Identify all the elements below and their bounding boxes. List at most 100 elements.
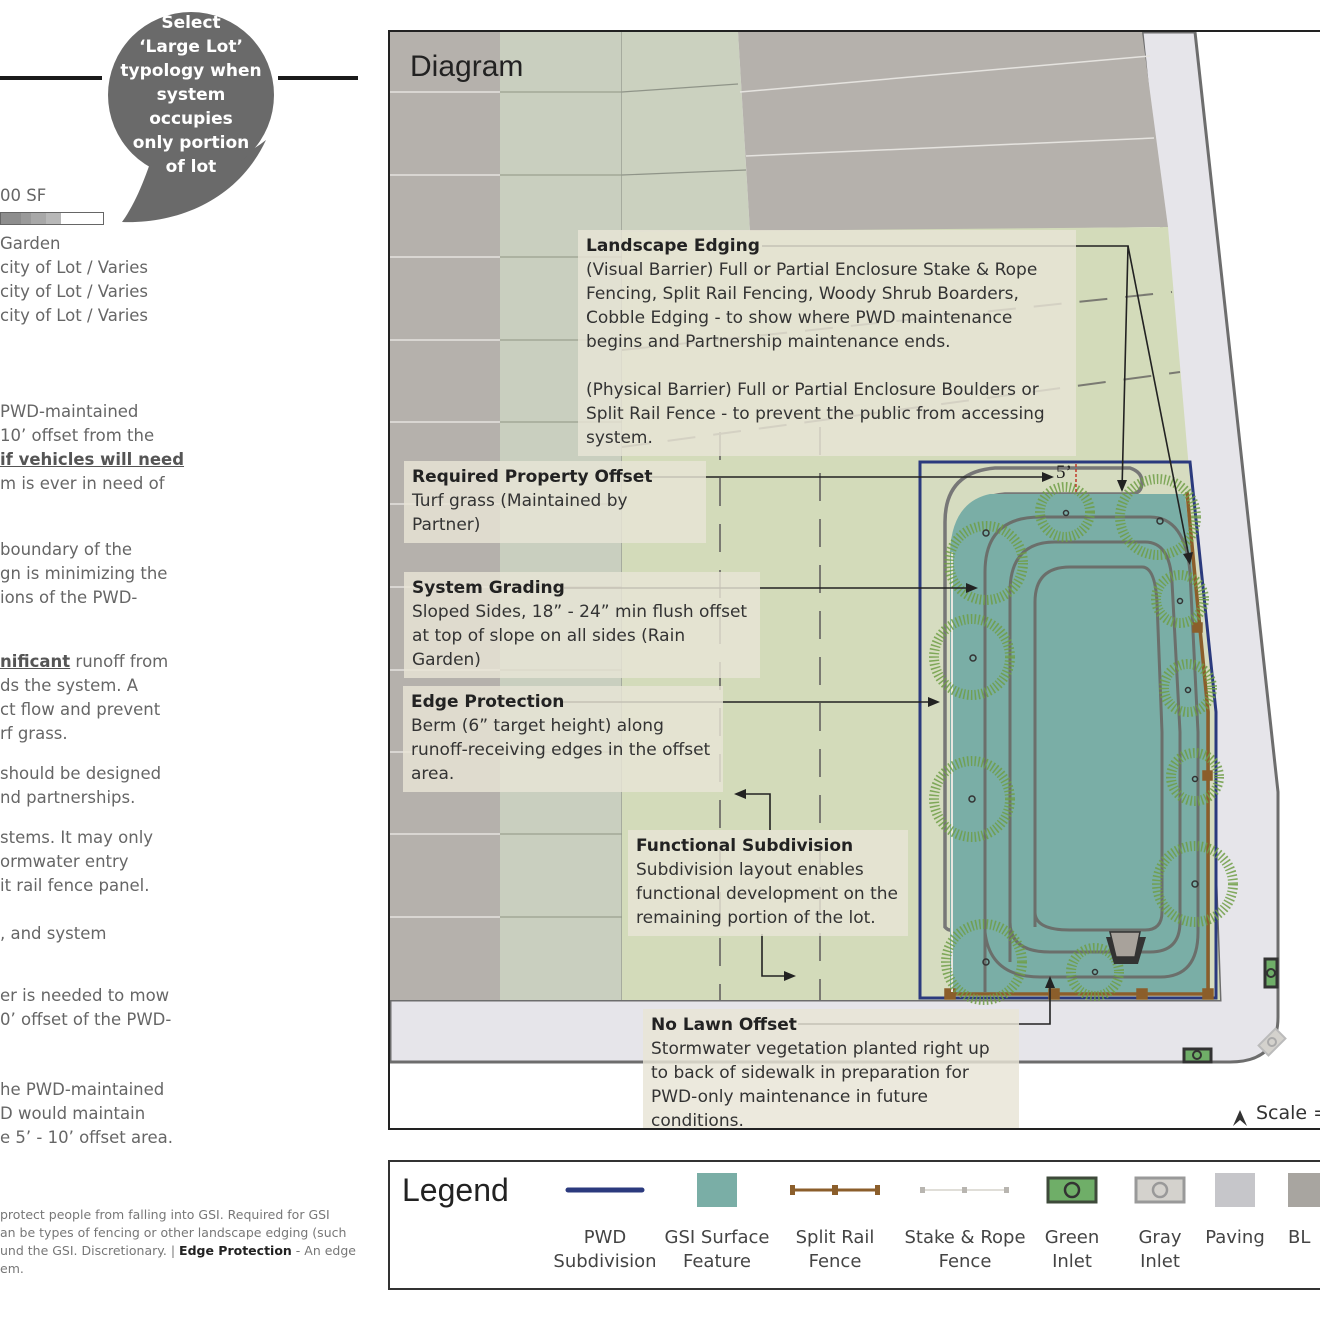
plant-cluster bbox=[1166, 748, 1224, 806]
plant-cluster bbox=[944, 521, 1028, 605]
outlet-structure-icon bbox=[1106, 931, 1146, 964]
text-line: PWD-maintained bbox=[0, 402, 139, 421]
gray-inlet-icon bbox=[1134, 1176, 1186, 1204]
callout-heading: Edge Protection bbox=[411, 692, 565, 712]
section-rule-right bbox=[278, 76, 358, 80]
green-inlet-icon bbox=[1046, 1176, 1098, 1204]
bubble-line: typology when bbox=[120, 61, 262, 81]
legend-label: Stake & Rope bbox=[904, 1227, 1026, 1248]
paragraph-boundary: boundary of the gn is minimizing the ion… bbox=[0, 538, 167, 610]
gsi-surface-feature bbox=[950, 494, 1210, 994]
text-line: ormwater entry bbox=[0, 852, 129, 871]
bubble-line: ‘Large Lot’ bbox=[139, 37, 243, 57]
paragraph-system: , and system bbox=[0, 922, 106, 946]
green-inlet-icon bbox=[1263, 957, 1279, 989]
plant-cluster bbox=[941, 919, 1027, 1005]
typology-speech-bubble: Select ‘Large Lot’ typology when system … bbox=[108, 12, 274, 178]
text-line: it rail fence panel. bbox=[0, 876, 150, 895]
callout-body: Stormwater vegetation planted right up t… bbox=[651, 1039, 990, 1130]
paving-square-icon bbox=[1215, 1173, 1255, 1207]
legend-label: PWD bbox=[583, 1227, 627, 1248]
text-line: should be designed bbox=[0, 764, 162, 783]
footnote-line: em. bbox=[0, 1261, 24, 1276]
plant-cluster bbox=[1159, 659, 1217, 717]
legend-label: Inlet bbox=[1052, 1251, 1092, 1272]
legend-label: Gray bbox=[1138, 1227, 1182, 1248]
text-line: m is ever in need of bbox=[0, 474, 165, 493]
spec-line: city of Lot / Varies bbox=[0, 282, 149, 301]
upper-lot bbox=[622, 32, 750, 232]
legend-label: Feature bbox=[682, 1251, 752, 1272]
text-line: e 5’ - 10’ offset area. bbox=[0, 1128, 174, 1147]
callout-arrowheads bbox=[734, 472, 1193, 988]
area-scale-bar bbox=[0, 212, 104, 225]
green-inlet-icon bbox=[1182, 1047, 1213, 1064]
footnote-term: Edge Protection bbox=[179, 1243, 292, 1258]
spec-line: city of Lot / Varies bbox=[0, 258, 149, 277]
callout-heading: Required Property Offset bbox=[412, 467, 653, 487]
grading-contours bbox=[983, 515, 1200, 992]
text-line: ds the system. A bbox=[0, 676, 139, 695]
text-line-emphasis: if vehicles will need bbox=[0, 450, 185, 469]
callout-body: Subdivision layout enables functional de… bbox=[636, 860, 899, 928]
text-line: stems. It may only bbox=[0, 828, 154, 847]
legend-label: GSI Surface bbox=[664, 1227, 770, 1248]
spec-list: Garden city of Lot / Varies city of Lot … bbox=[0, 232, 148, 328]
offset-dimension-label: 5’ bbox=[1056, 462, 1072, 483]
legend-label: Green bbox=[1044, 1227, 1100, 1248]
diagram-title: Diagram bbox=[410, 50, 524, 83]
text-line: 10’ offset from the bbox=[0, 426, 155, 445]
scale-label: Scale = bbox=[1256, 1102, 1320, 1124]
legend-label: Fence bbox=[808, 1251, 862, 1272]
legend-label: BL bbox=[1288, 1227, 1311, 1248]
text-line: nd partnerships. bbox=[0, 788, 136, 807]
gray-stake-line-icon bbox=[920, 1187, 1009, 1193]
text-line: runoff from bbox=[70, 652, 169, 671]
footnote-line: protect people from falling into GSI. Re… bbox=[0, 1207, 330, 1222]
bubble-line: only portion bbox=[132, 133, 250, 153]
site-diagram: Diagram 5’ Landscape Edging (Visual Barr… bbox=[388, 30, 1320, 1130]
plant-cluster bbox=[929, 756, 1015, 842]
paragraph-maintain: he PWD-maintained D would maintain e 5’ … bbox=[0, 1078, 173, 1150]
text-emphasis: nificant bbox=[0, 652, 71, 671]
bubble-line: Select bbox=[161, 13, 221, 33]
legend-item-paving: Paving bbox=[1200, 1172, 1270, 1250]
callout-required-property-offset: Required Property Offset Turf grass (Mai… bbox=[404, 461, 706, 543]
legend-title: Legend bbox=[402, 1172, 509, 1208]
footnote: protect people from falling into GSI. Re… bbox=[0, 1206, 356, 1278]
callout-system-grading: System Grading Sloped Sides, 18” - 24” m… bbox=[404, 572, 760, 678]
text-line: 0’ offset of the PWD- bbox=[0, 1010, 172, 1029]
text-line: D would maintain bbox=[0, 1104, 146, 1123]
text-line: er is needed to mow bbox=[0, 986, 170, 1005]
footnote-text: und the GSI. Discretionary. | bbox=[0, 1243, 180, 1258]
paragraph-fence: stems. It may only ormwater entry it rai… bbox=[0, 826, 153, 898]
paragraph-design: should be designed nd partnerships. bbox=[0, 762, 161, 810]
text-line: , and system bbox=[0, 924, 107, 943]
legend-label: Subdivision bbox=[553, 1251, 657, 1272]
text-line: gn is minimizing the bbox=[0, 564, 168, 583]
spec-line: city of Lot / Varies bbox=[0, 306, 149, 325]
split-rail-fence bbox=[944, 491, 1214, 1000]
plant-centers bbox=[968, 509, 1199, 976]
callout-heading: System Grading bbox=[412, 578, 565, 598]
legend-label: Fence bbox=[938, 1251, 992, 1272]
north-arrow-icon bbox=[1233, 1110, 1247, 1126]
text-line: rf grass. bbox=[0, 724, 68, 743]
callout-heading: Functional Subdivision bbox=[636, 836, 854, 856]
callout-heading: Landscape Edging bbox=[586, 236, 760, 256]
area-sf-label: 00 SF bbox=[0, 186, 47, 205]
plant-cluster bbox=[1152, 841, 1238, 927]
text-line: boundary of the bbox=[0, 540, 133, 559]
teal-square-icon bbox=[697, 1173, 737, 1207]
footnote-text: - An edge bbox=[291, 1243, 356, 1258]
plant-cluster bbox=[1035, 482, 1095, 542]
paragraph-runoff: nificant runoff from ds the system. A ct… bbox=[0, 650, 168, 746]
callout-functional-subdivision: Functional Subdivision Subdivision layou… bbox=[628, 830, 908, 936]
section-rule-left bbox=[0, 76, 102, 80]
